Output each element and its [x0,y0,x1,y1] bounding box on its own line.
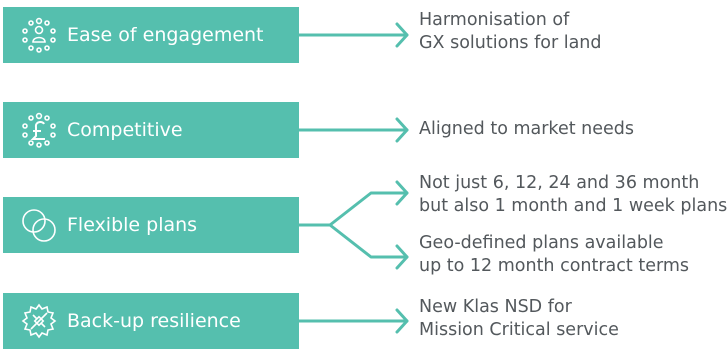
box-label: Flexible plans [67,214,198,236]
box-ease-of-engagement: Ease of engagement [3,7,299,63]
outcome-short-term-plans: Not just 6, 12, 24 and 36 month but also… [419,172,727,218]
box-back-up-resilience: Back-up resilience [3,293,299,349]
pound-sign-icon [13,102,65,158]
box-flexible-plans: Flexible plans [3,197,299,253]
outcome-market-needs: Aligned to market needs [419,118,634,141]
outcome-line: up to 12 month contract terms [419,256,690,276]
outcome-line: but also 1 month and 1 week plans [419,196,727,216]
people-network-icon [13,7,65,63]
outcome-line: Geo-defined plans available [419,233,664,253]
arrow-back-up-resilience [297,308,409,334]
arrow-flexible-plans-lower [328,223,409,270]
outcome-line: Mission Critical service [419,320,619,340]
arrow-ease-of-engagement [297,22,409,48]
overlapping-circles-icon [13,197,65,253]
outcome-line: Harmonisation of [419,10,570,30]
outcome-harmonisation: Harmonisation of GX solutions for land [419,9,602,55]
arrow-competitive [297,117,409,143]
outcome-line: Aligned to market needs [419,119,634,139]
arrow-flexible-plans-upper [297,180,409,227]
outcome-geo-defined-plans: Geo-defined plans available up to 12 mon… [419,232,689,278]
satellite-gear-icon [13,293,65,349]
outcome-line: New Klas NSD for [419,297,572,317]
box-label: Back-up resilience [67,310,241,332]
outcome-klas-nsd: New Klas NSD for Mission Critical servic… [419,296,619,342]
outcome-line: GX solutions for land [419,33,602,53]
box-label: Ease of engagement [67,24,264,46]
box-competitive: Competitive [3,102,299,158]
box-label: Competitive [67,119,183,141]
outcome-line: Not just 6, 12, 24 and 36 month [419,173,700,193]
